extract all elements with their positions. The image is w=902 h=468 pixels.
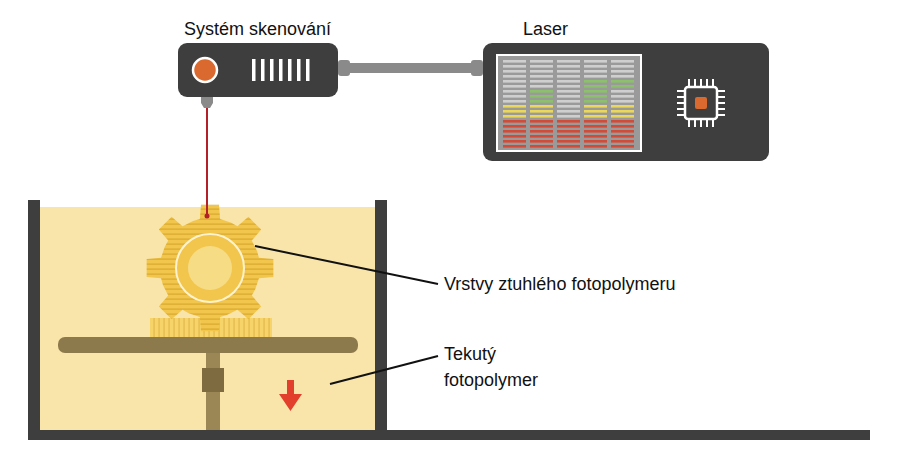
vat-wall: [375, 200, 387, 440]
gear-body: [147, 205, 274, 332]
part-label: Tekutý fotopolymer: [444, 341, 574, 393]
cable-plug: [338, 60, 350, 76]
device-face: [483, 43, 769, 161]
gear-part: [147, 205, 274, 332]
leader-line: [255, 246, 438, 284]
scanner-nozzle: [201, 97, 213, 108]
laser-beam: [206, 108, 208, 216]
device-label: Laser: [523, 19, 568, 40]
leader-line: [330, 356, 438, 384]
gear-ring: [176, 234, 244, 302]
floor-line: [28, 430, 870, 440]
cable: [338, 63, 483, 73]
gear-hub: [188, 246, 232, 290]
build-platform: [58, 337, 358, 353]
part-label: Vrstvy ztuhlého fotopolymeru: [444, 271, 675, 297]
beam-spot: [205, 214, 210, 219]
cable-plug: [471, 60, 483, 76]
down-arrow: [279, 380, 302, 411]
laser-box: Laser: [483, 43, 769, 161]
scanner-box: Systém skenování: [178, 43, 338, 97]
device-face: [178, 43, 338, 97]
stem-collar: [202, 368, 224, 392]
device-label: Systém skenování: [184, 19, 331, 40]
vat-wall: [28, 200, 40, 440]
